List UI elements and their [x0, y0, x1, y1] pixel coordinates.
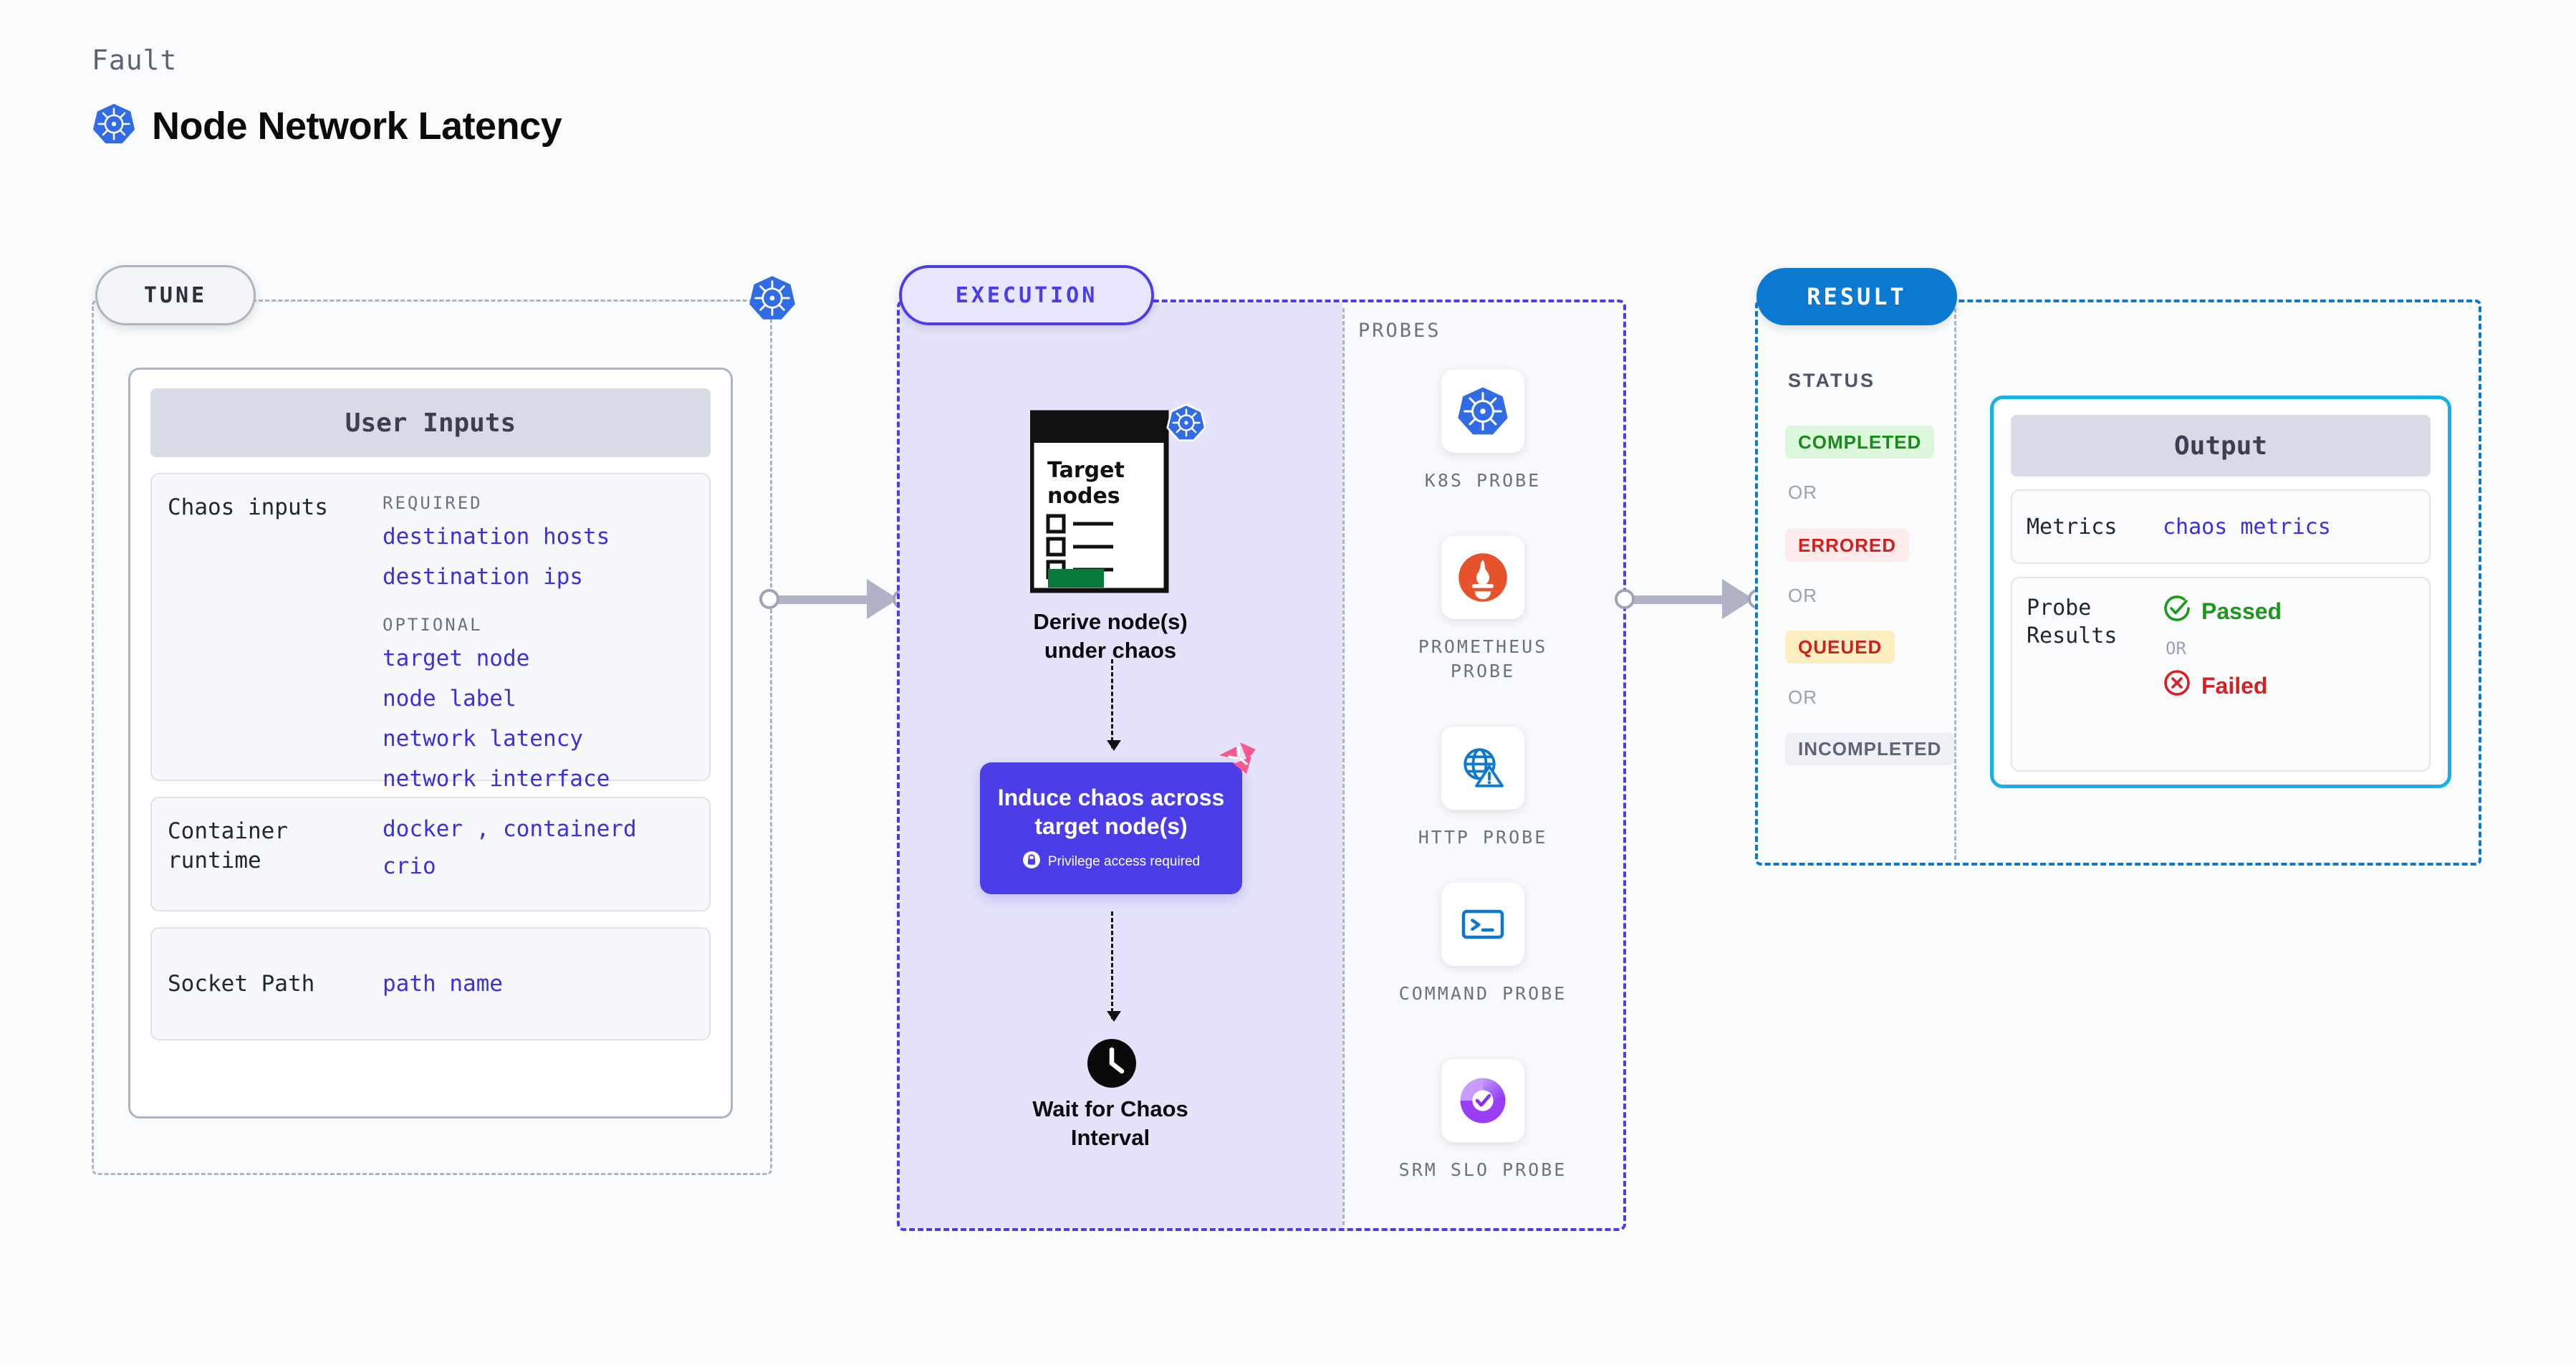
terminal-icon	[1441, 883, 1524, 966]
probes-divider	[1342, 308, 1345, 1225]
flow-arrow-induce-to-wait	[1107, 911, 1121, 1022]
check-circle-icon	[2163, 594, 2191, 628]
socket-path-label: Socket Path	[168, 970, 315, 997]
progress-bar-fill	[1048, 569, 1104, 588]
x-circle-icon	[2163, 669, 2191, 703]
probe-label-command: COMMAND PROBE	[1398, 983, 1567, 1004]
status-heading: STATUS	[1788, 370, 1875, 391]
probe-results-label: Probe Results	[2027, 595, 2118, 648]
optional-group-heading: OPTIONAL	[383, 615, 483, 636]
probe-result-or: OR	[2166, 638, 2186, 658]
slo-donut-check-icon	[1441, 1059, 1524, 1142]
output-row-metrics: Metrics chaos metrics	[2011, 489, 2431, 564]
kubernetes-icon	[1166, 403, 1206, 446]
kubernetes-icon	[92, 102, 136, 150]
required-group-heading: REQUIRED	[383, 493, 483, 513]
lock-icon	[1022, 851, 1041, 873]
status-label-queued: QUEUED	[1798, 636, 1883, 658]
probes-heading: PROBES	[1358, 320, 1441, 342]
result-pill-label: RESULT	[1807, 283, 1907, 310]
probe-result-passed: Passed	[2163, 594, 2282, 628]
runtime-separator: ,	[476, 816, 490, 842]
chaos-inputs-label: Chaos inputs	[168, 494, 328, 520]
result-stage-pill[interactable]: RESULT	[1756, 268, 1957, 325]
container-runtime-section: Container runtime docker , containerd cr…	[150, 797, 711, 911]
status-badge-errored: ERRORED	[1785, 529, 1910, 562]
input-node-label[interactable]: node label	[383, 686, 516, 712]
flow-arrow-derive-to-induce	[1107, 659, 1121, 751]
probe-item-http[interactable]: HTTP PROBE	[1390, 727, 1576, 850]
input-destination-ips[interactable]: destination ips	[383, 564, 583, 590]
induce-chaos-card[interactable]: Induce chaos across target node(s) Privi…	[980, 762, 1242, 894]
chaos-inputs-section: Chaos inputs REQUIRED destination hosts …	[150, 473, 711, 792]
input-network-latency[interactable]: network latency	[383, 726, 583, 752]
probe-item-prometheus[interactable]: PROMETHEUS PROBE	[1390, 536, 1576, 684]
status-badge-queued: QUEUED	[1785, 631, 1895, 664]
litmus-chaos-icon	[1218, 741, 1258, 778]
input-network-interface[interactable]: network interface	[383, 766, 610, 792]
status-label-incompleted: INCOMPLETED	[1798, 737, 1942, 760]
user-inputs-card: User Inputs Chaos inputs REQUIRED destin…	[128, 368, 733, 1119]
probe-item-srm-slo[interactable]: SRM SLO PROBE	[1390, 1059, 1576, 1182]
probe-label-k8s: K8S PROBE	[1424, 470, 1542, 491]
status-badge-completed: COMPLETED	[1785, 426, 1935, 459]
result-divider	[1954, 308, 1956, 860]
probe-label-prometheus: PROMETHEUS PROBE	[1418, 636, 1548, 681]
svg-text:Target: Target	[1047, 458, 1125, 483]
probe-item-k8s[interactable]: K8S PROBE	[1390, 370, 1576, 493]
metrics-label: Metrics	[2027, 514, 2118, 540]
fault-title-row: Node Network Latency	[92, 102, 562, 150]
probe-label-http: HTTP PROBE	[1418, 827, 1548, 848]
connector-execution-to-result	[1615, 578, 1769, 621]
socket-path-section: Socket Path path name	[150, 927, 711, 1040]
metrics-value[interactable]: chaos metrics	[2163, 514, 2331, 540]
fault-eyebrow-label: Fault	[92, 44, 178, 76]
socket-path-value[interactable]: path name	[383, 970, 503, 997]
passed-label: Passed	[2201, 598, 2282, 624]
kubernetes-icon	[748, 274, 797, 326]
status-or-3: OR	[1788, 686, 1817, 708]
status-badge-incompleted: INCOMPLETED	[1785, 732, 1955, 765]
status-label-completed: COMPLETED	[1798, 431, 1922, 453]
connector-tune-to-execution	[759, 578, 914, 621]
probe-label-srm-slo: SRM SLO PROBE	[1398, 1159, 1567, 1180]
clock-icon	[1086, 1038, 1138, 1093]
svg-text:nodes: nodes	[1047, 484, 1120, 509]
runtime-containerd[interactable]: containerd	[503, 816, 637, 842]
output-title: Output	[2011, 415, 2431, 476]
derive-nodes-caption: Derive node(s) under chaos	[1033, 609, 1188, 663]
prometheus-icon	[1441, 536, 1524, 619]
probe-item-command[interactable]: COMMAND PROBE	[1390, 883, 1576, 1006]
tune-panel: User Inputs Chaos inputs REQUIRED destin…	[92, 300, 772, 1175]
failed-label: Failed	[2201, 672, 2268, 699]
execution-pill-label: EXECUTION	[955, 282, 1098, 308]
page-header: Fault Node Network Latency	[92, 44, 562, 150]
probe-result-failed: Failed	[2163, 669, 2282, 703]
induce-chaos-caption: Induce chaos across target node(s)	[997, 784, 1225, 839]
page-title: Node Network Latency	[152, 104, 562, 148]
execution-panel	[897, 300, 1626, 1231]
execution-stage-pill[interactable]: EXECUTION	[899, 265, 1154, 325]
input-target-node[interactable]: target node	[383, 646, 530, 672]
status-or-1: OR	[1788, 482, 1817, 503]
container-runtime-label: Container runtime	[168, 818, 288, 873]
output-row-probe-results: Probe Results Passed OR	[2011, 577, 2431, 772]
input-destination-hosts[interactable]: destination hosts	[383, 524, 610, 550]
status-label-errored: ERRORED	[1798, 534, 1897, 556]
status-or-2: OR	[1788, 585, 1817, 606]
runtime-docker[interactable]: docker	[383, 816, 463, 842]
privilege-note-text: Privilege access required	[1047, 854, 1201, 870]
tune-stage-pill[interactable]: TUNE	[95, 265, 256, 325]
wait-interval-caption: Wait for Chaos Interval	[1032, 1096, 1188, 1150]
privilege-access-note: Privilege access required	[1022, 851, 1200, 873]
globe-warning-icon	[1441, 727, 1524, 810]
output-card: Output Metrics chaos metrics Probe Resul…	[1990, 396, 2451, 788]
user-inputs-title: User Inputs	[150, 388, 711, 457]
runtime-crio[interactable]: crio	[383, 853, 436, 880]
target-nodes-list-icon: Target nodes	[1029, 408, 1192, 593]
tune-pill-label: TUNE	[143, 282, 208, 308]
kubernetes-icon	[1441, 370, 1524, 453]
